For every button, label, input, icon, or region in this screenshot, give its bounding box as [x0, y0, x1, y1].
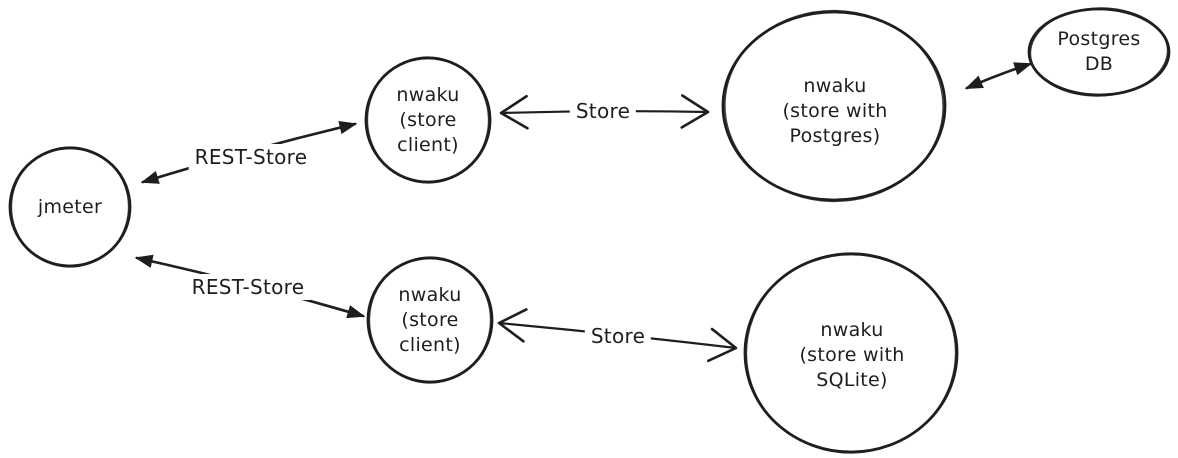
- node-label-nwaku-store-sqlite: nwaku (store with SQLite): [799, 319, 905, 391]
- node-label-postgres-db: Postgres DB: [1057, 28, 1141, 75]
- edge-label-rest-store-bottom: REST-Store: [185, 274, 311, 300]
- node-shape-nwaku-store-client-top: [364, 56, 492, 184]
- node-label-nwaku-store-client-top: nwaku (store client): [396, 84, 460, 156]
- node-label-nwaku-store-client-bottom: nwaku (store client): [398, 284, 462, 356]
- node-shape-nwaku-store-sqlite: [743, 252, 959, 454]
- node-shape-nwaku-store-client-bottom: [366, 256, 494, 384]
- node-label-nwaku-store-postgres: nwaku (store with Postgres): [782, 75, 888, 147]
- node-shape-postgres-db: [1027, 7, 1171, 97]
- edge-label-store-top: Store: [569, 98, 637, 124]
- edge-label-store-bottom: Store: [584, 323, 652, 349]
- node-shape-jmeter: [8, 146, 132, 268]
- edge-arrow-postgres-node-db: [964, 62, 1033, 90]
- node-label-jmeter: jmeter: [37, 196, 103, 218]
- node-shape-nwaku-store-postgres: [721, 9, 947, 203]
- edge-label-rest-store-top: REST-Store: [188, 144, 314, 170]
